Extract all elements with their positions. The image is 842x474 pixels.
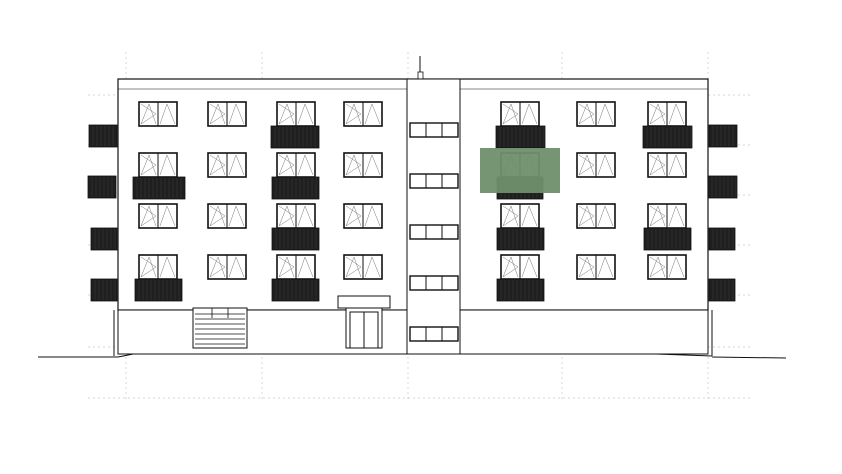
balcony-16	[643, 227, 692, 251]
balcony-3	[707, 175, 738, 199]
balcony-7	[708, 278, 736, 302]
window-4	[500, 101, 540, 127]
balcony-17	[134, 278, 183, 302]
balcony-12	[271, 176, 320, 200]
balcony-5	[708, 227, 736, 251]
balcony-10	[642, 125, 693, 149]
balcony-0	[88, 124, 118, 148]
balcony-1	[708, 124, 738, 148]
window-23	[276, 254, 316, 280]
balcony-11	[132, 176, 186, 200]
window-17	[343, 203, 383, 229]
highlight-box	[480, 148, 560, 193]
window-22	[207, 254, 247, 280]
balcony-14	[271, 227, 320, 251]
stair-window-0	[409, 122, 459, 138]
window-3	[343, 101, 383, 127]
balcony-9	[495, 125, 546, 149]
window-14	[138, 203, 178, 229]
window-6	[647, 101, 687, 127]
window-24	[343, 254, 383, 280]
window-16	[276, 203, 316, 229]
window-10	[343, 152, 383, 178]
window-18	[500, 203, 540, 229]
balcony-6	[90, 278, 118, 302]
window-0	[138, 101, 178, 127]
entrance	[337, 295, 391, 349]
window-15	[207, 203, 247, 229]
window-13	[647, 152, 687, 178]
window-20	[647, 203, 687, 229]
window-1	[207, 101, 247, 127]
balcony-19	[496, 278, 545, 302]
window-8	[207, 152, 247, 178]
stair-window-2	[409, 224, 459, 240]
balcony-2	[87, 175, 117, 199]
window-25	[500, 254, 540, 280]
stair-windows	[409, 122, 459, 342]
window-19	[576, 203, 616, 229]
stair-window-1	[409, 173, 459, 189]
window-2	[276, 101, 316, 127]
window-12	[576, 152, 616, 178]
stair-window-3	[409, 275, 459, 291]
window-26	[576, 254, 616, 280]
balcony-4	[90, 227, 118, 251]
window-9	[276, 152, 316, 178]
balcony-8	[270, 125, 320, 149]
balcony-18	[271, 278, 320, 302]
balcony-15	[496, 227, 545, 251]
garage-door	[192, 307, 248, 349]
stair-window-4	[409, 326, 459, 342]
window-27	[647, 254, 687, 280]
windows	[138, 101, 687, 280]
window-7	[138, 152, 178, 178]
window-21	[138, 254, 178, 280]
window-5	[576, 101, 616, 127]
